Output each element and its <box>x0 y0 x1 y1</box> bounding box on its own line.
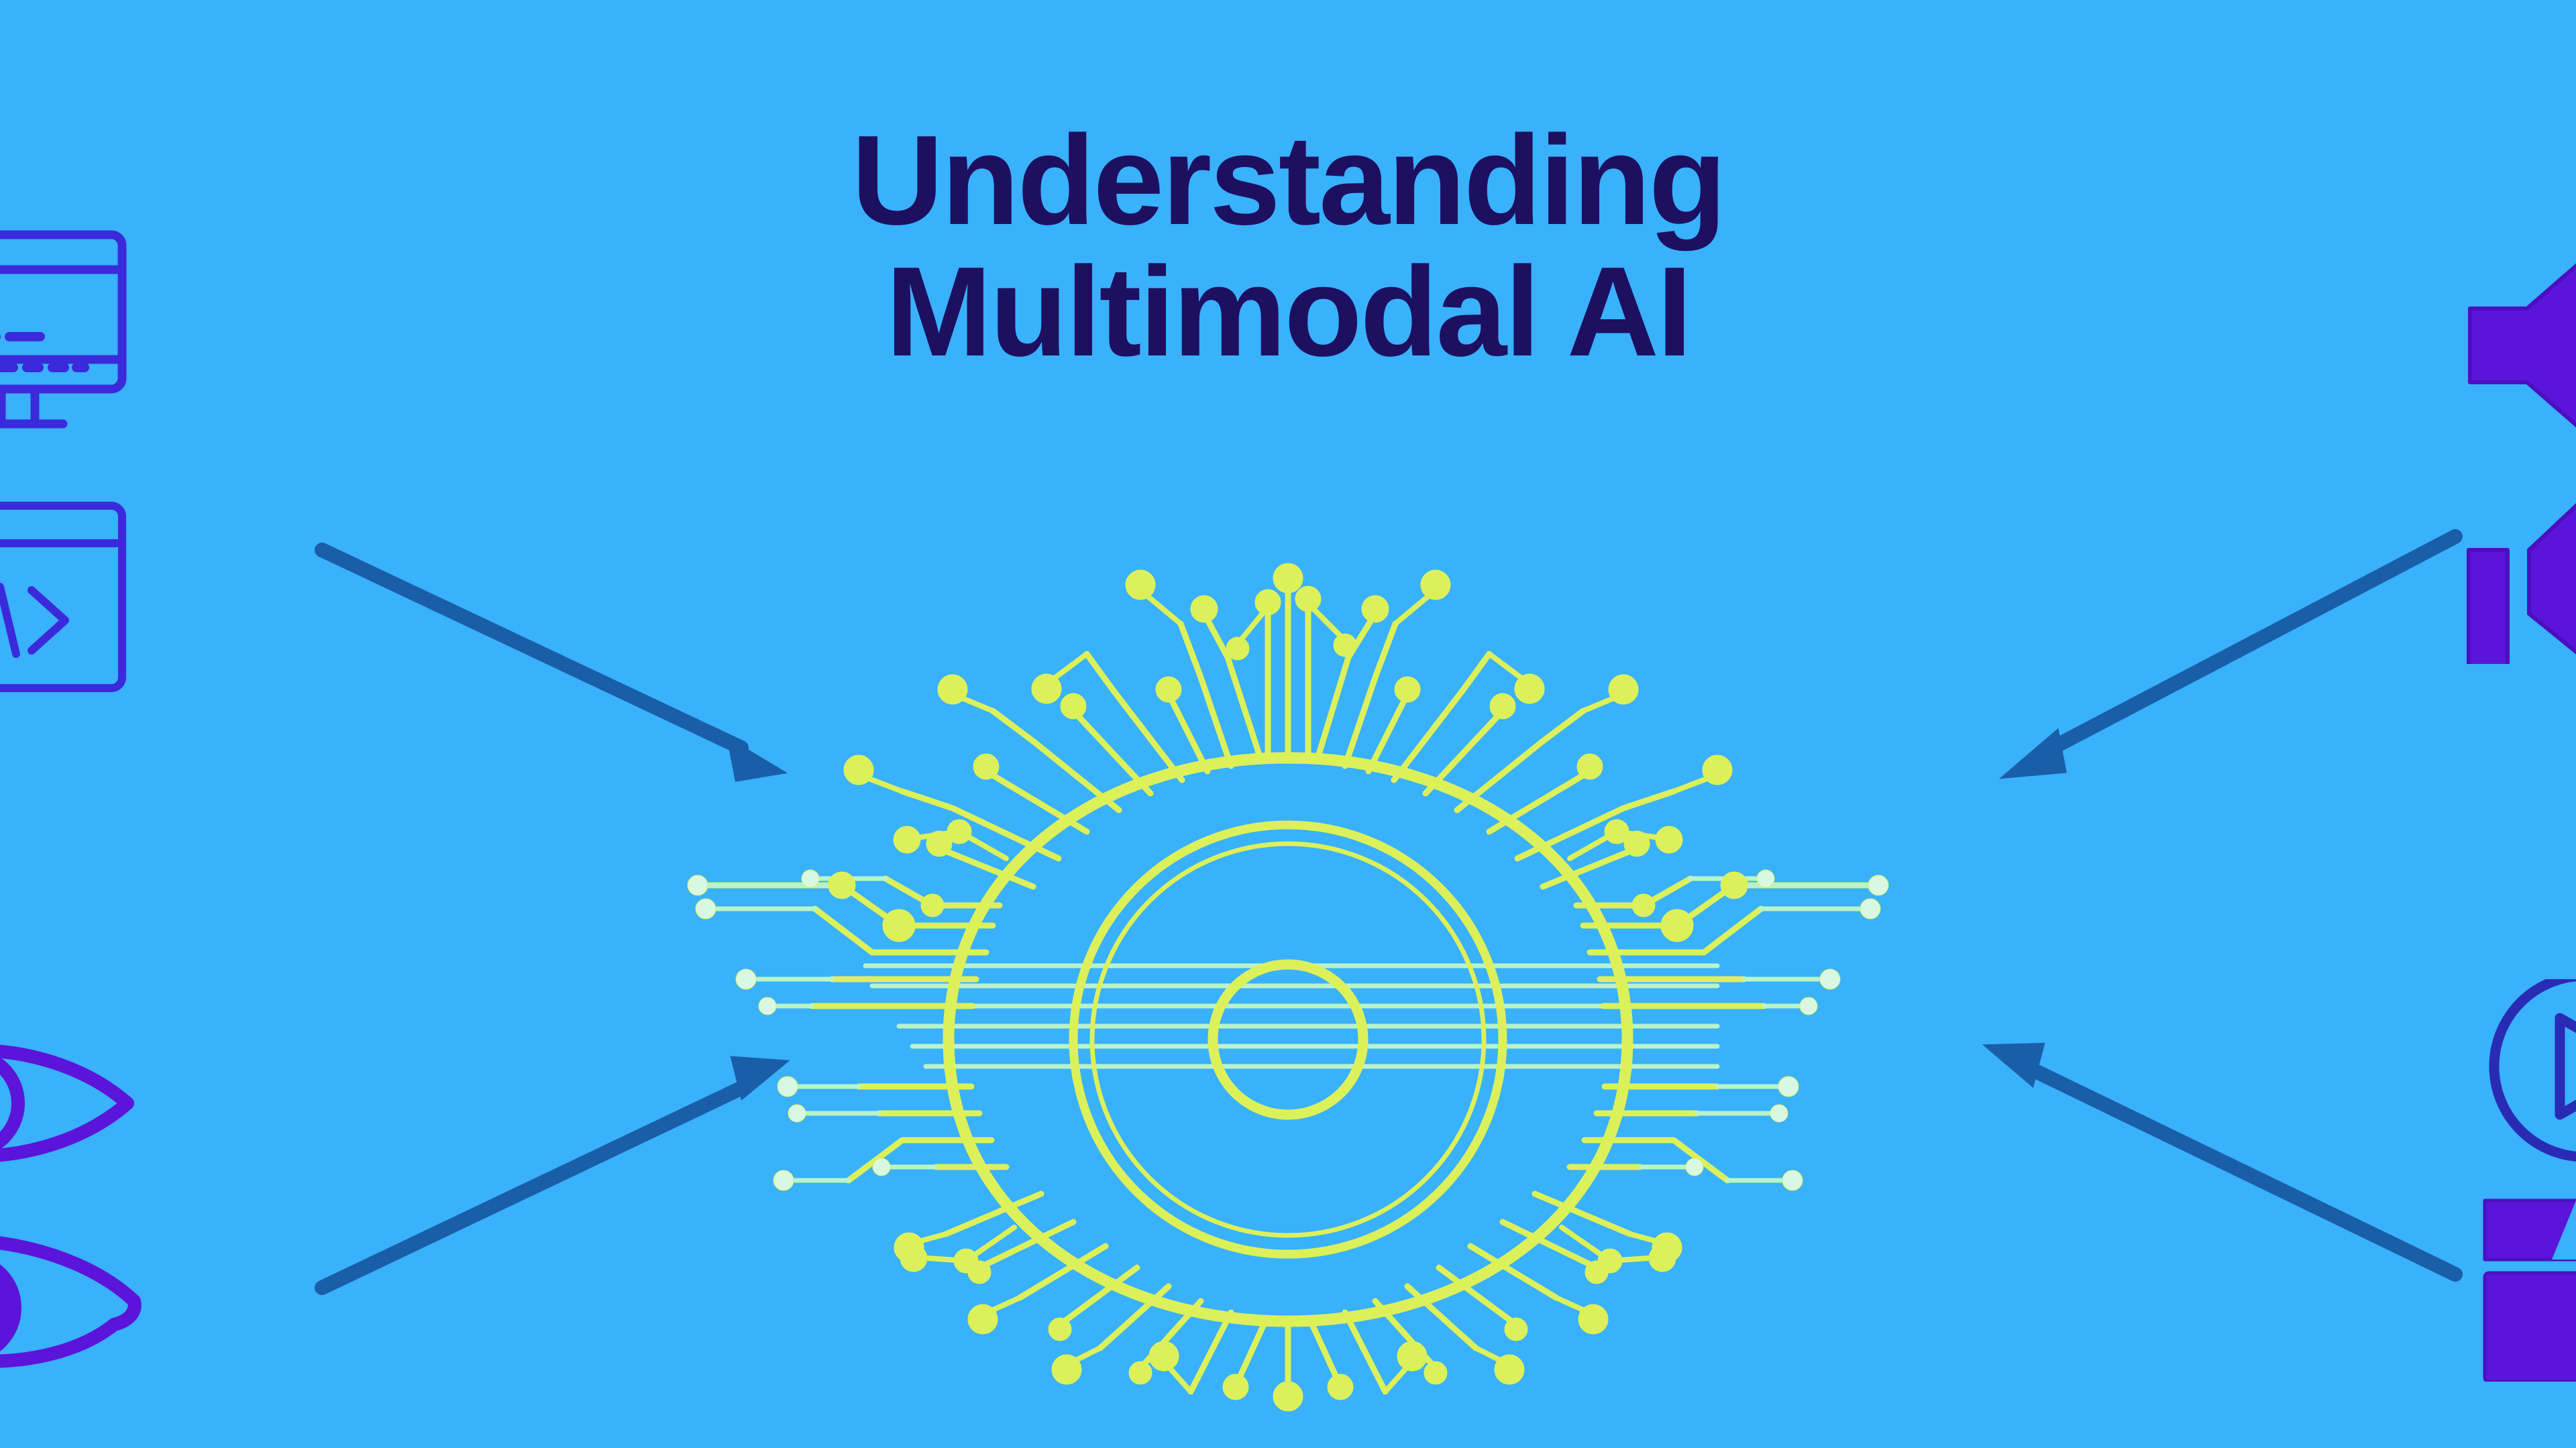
emblem-tendril-nodes-left <box>828 871 945 942</box>
code-monitor-icon <box>0 230 127 429</box>
eye-icon <box>0 1044 134 1162</box>
emblem-cluster-nodes <box>893 819 1683 1274</box>
speaker-icon <box>2467 503 2576 664</box>
arrow-top-right <box>1998 529 2463 779</box>
emblem-tendril-terminals-left <box>687 869 891 1191</box>
speaker-icon <box>2468 263 2576 428</box>
emblem-tendrils-right-light <box>1638 876 1874 1183</box>
circuit-bus-lines <box>863 963 1720 1069</box>
arrow-top-left <box>315 543 788 782</box>
eye-with-lashes-icon <box>0 1236 142 1368</box>
code-brackets-browser-icon <box>0 502 126 692</box>
emblem-tendril-nodes-right <box>1631 871 1748 942</box>
clapperboard-icon <box>2483 1199 2576 1382</box>
emblem-branches-top <box>899 580 1677 890</box>
emblem-core-circle <box>1208 959 1368 1120</box>
emblem-middle-ring <box>1069 820 1507 1259</box>
emblem-middle-ring-inner <box>1089 841 1487 1238</box>
play-circle-icon <box>2489 979 2576 1162</box>
emblem-nodes-bottom <box>894 1232 1682 1412</box>
arrow-bottom-left <box>315 1056 790 1295</box>
arrow-bottom-right <box>1982 1042 2463 1282</box>
emblem-branches-bottom <box>943 1190 1633 1395</box>
emblem-tendrils-right <box>1566 875 1888 1184</box>
emblem-nodes-top <box>843 563 1733 857</box>
emblem-tendrils-left-light <box>702 876 938 1183</box>
emblem-tendril-terminals-right <box>1685 869 1889 1191</box>
